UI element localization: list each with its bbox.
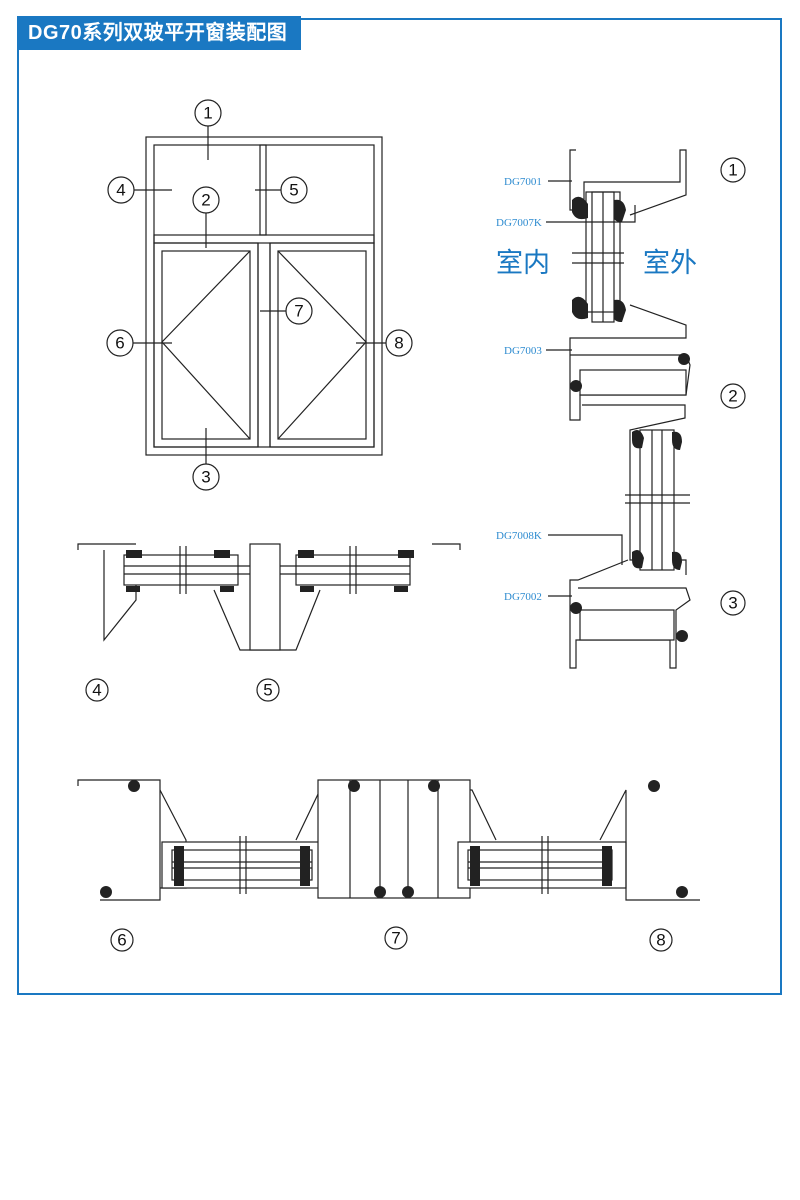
window-elevation — [133, 126, 386, 464]
callout-8: 8 — [394, 334, 403, 353]
section-callout-3: 3 — [728, 594, 737, 613]
outdoor-label: 室外 — [643, 248, 697, 279]
section-label-7: 7 — [391, 929, 400, 948]
callout-1: 1 — [203, 104, 212, 123]
elevation-callouts: 1 2 3 4 5 6 7 8 — [106, 99, 413, 491]
model-label-dg7008k: DG7008K — [496, 530, 542, 542]
callout-2: 2 — [201, 191, 210, 210]
callout-4: 4 — [116, 181, 125, 200]
vertical-section — [546, 149, 691, 669]
section-label-5: 5 — [263, 681, 272, 700]
section-callout-2: 2 — [728, 387, 737, 406]
section-label-4: 4 — [92, 681, 101, 700]
drawing-border — [17, 18, 782, 995]
callout-3: 3 — [201, 468, 210, 487]
horizontal-section-6-7-8 — [77, 779, 700, 901]
model-label-dg7007k: DG7007K — [496, 217, 542, 229]
callout-6: 6 — [115, 334, 124, 353]
section-callout-1: 1 — [728, 161, 737, 180]
section-label-8: 8 — [656, 931, 665, 950]
model-label-dg7003: DG7003 — [504, 345, 542, 357]
callout-5: 5 — [289, 181, 298, 200]
section-label-6: 6 — [117, 931, 126, 950]
model-label-dg7001: DG7001 — [504, 176, 542, 188]
horizontal-section-4-5 — [77, 543, 461, 651]
callout-7: 7 — [294, 302, 303, 321]
model-label-dg7002: DG7002 — [504, 591, 542, 603]
indoor-label: 室内 — [496, 248, 550, 279]
page-title: DG70系列双玻平开窗装配图 — [17, 16, 302, 50]
